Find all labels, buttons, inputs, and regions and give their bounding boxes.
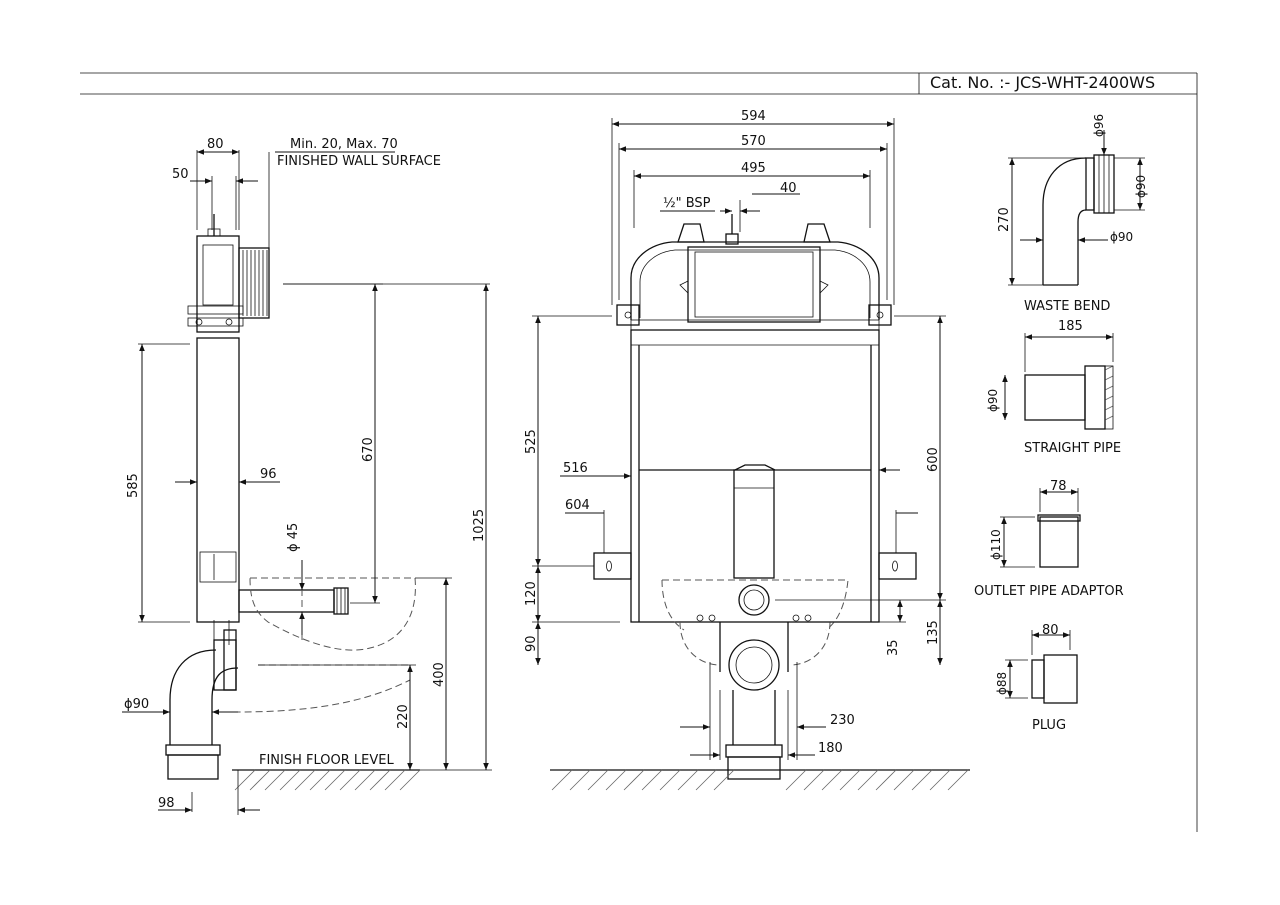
bsp-label: ½" BSP [663, 196, 711, 211]
straight-pipe-part: 185 ϕ90 STRAIGHT PIPE [986, 319, 1121, 456]
outlet-adaptor-78: 78 [1050, 479, 1067, 494]
dim-80: 80 [207, 137, 224, 152]
dim-495: 495 [741, 161, 766, 176]
dim-670: 670 [361, 437, 376, 462]
phi-45: ϕ 45 [286, 523, 301, 552]
dim-604: 604 [565, 498, 590, 513]
straight-pipe-phi90: ϕ90 [986, 389, 1000, 412]
waste-bend-270: 270 [997, 207, 1012, 232]
dim-570: 570 [741, 134, 766, 149]
straight-pipe-label: STRAIGHT PIPE [1024, 441, 1121, 456]
wall-min-max: Min. 20, Max. 70 [290, 137, 398, 152]
dim-120: 120 [524, 581, 539, 606]
dim-98: 98 [158, 796, 175, 811]
dim-90: 90 [524, 635, 539, 652]
plug-label: PLUG [1032, 718, 1066, 733]
dim-50: 50 [172, 167, 189, 182]
dim-230: 230 [830, 713, 855, 728]
dim-1025: 1025 [472, 509, 487, 542]
side-view: 80 50 Min. 20, Max. 70 FINISHED WALL SUR… [122, 137, 492, 815]
waste-bend-phi90-top: ϕ90 [1134, 175, 1148, 198]
dim-135: 135 [926, 620, 941, 645]
dim-600: 600 [926, 447, 941, 472]
waste-bend-label: WASTE BEND [1024, 299, 1110, 314]
dim-400: 400 [432, 662, 447, 687]
front-view: 594 570 495 40 ½" BSP 525 516 604 120 90 [524, 109, 970, 791]
waste-bend-part: 270 ϕ96 ϕ90 ϕ90 WASTE BEND [997, 114, 1148, 314]
dim-96: 96 [260, 467, 277, 482]
dim-594: 594 [741, 109, 766, 124]
title-block [80, 72, 1198, 832]
outlet-adaptor-label: OUTLET PIPE ADAPTOR [974, 584, 1124, 599]
dim-180: 180 [818, 741, 843, 756]
waste-bend-phi90-bottom: ϕ90 [1110, 230, 1133, 244]
dim-585: 585 [126, 473, 141, 498]
dim-525: 525 [524, 429, 539, 454]
straight-pipe-185: 185 [1058, 319, 1083, 334]
finished-wall-surface: FINISHED WALL SURFACE [277, 154, 441, 169]
phi-90-side: ϕ90 [124, 697, 149, 712]
waste-bend-phi96: ϕ96 [1092, 114, 1106, 137]
catalog-number: Cat. No. :- JCS-WHT-2400WS [930, 73, 1156, 92]
finish-floor-level: FINISH FLOOR LEVEL [259, 753, 394, 768]
dim-516: 516 [563, 461, 588, 476]
outlet-adaptor-phi110: ϕ110 [989, 529, 1003, 560]
dim-35: 35 [886, 639, 901, 656]
plug-part: 80 ϕ88 PLUG [995, 623, 1078, 733]
plug-80: 80 [1042, 623, 1059, 638]
outlet-pipe-adaptor-part: 78 ϕ110 OUTLET PIPE ADAPTOR [974, 479, 1124, 599]
dim-220: 220 [396, 704, 411, 729]
plug-phi88: ϕ88 [995, 672, 1009, 695]
dim-40: 40 [780, 181, 797, 196]
